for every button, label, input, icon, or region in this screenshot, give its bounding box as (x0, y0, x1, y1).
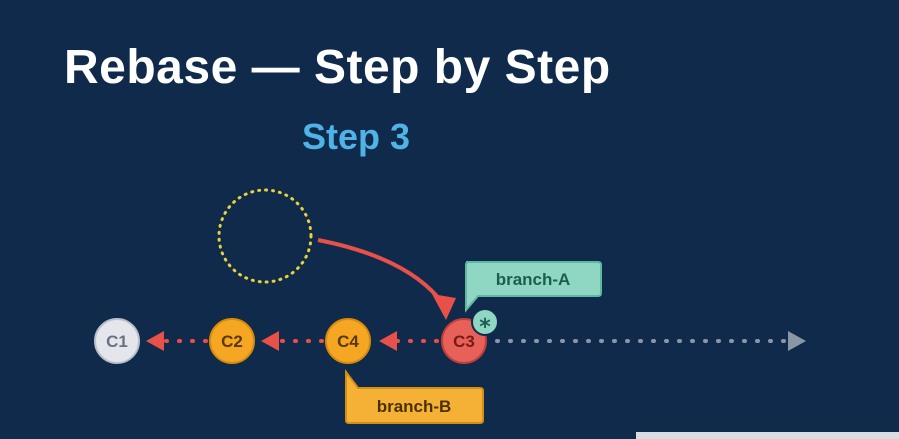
branch-a-tag: branch-A (465, 261, 602, 313)
commit-c2-label: C2 (221, 332, 243, 351)
link-c2-c1-arrowhead (146, 331, 164, 351)
link-c4-c2-arrowhead (261, 331, 279, 351)
branch-b-tag: branch-B (345, 369, 484, 424)
future-arrowhead (788, 331, 806, 351)
old-commit-position (217, 188, 313, 284)
step-subtitle: Step 3 (302, 116, 411, 157)
video-scrollbar-edge (636, 432, 899, 439)
move-arrow (317, 238, 446, 307)
slide-title: Rebase — Step by Step (64, 41, 611, 94)
commit-c2: C2 (209, 318, 255, 364)
commit-c1-label: C1 (106, 332, 128, 351)
commit-c1: C1 (94, 318, 140, 364)
asterisk-icon: * (479, 315, 491, 340)
move-arrowhead (432, 294, 456, 320)
commit-c3-label: C3 (453, 332, 475, 351)
branch-b-label: branch-B (377, 397, 452, 416)
new-commit-badge: * (471, 308, 499, 340)
link-c3-c4-arrowhead (379, 331, 397, 351)
branch-a-label: branch-A (496, 270, 571, 289)
commit-c4: C4 (325, 318, 371, 364)
commit-c4-label: C4 (337, 332, 359, 351)
